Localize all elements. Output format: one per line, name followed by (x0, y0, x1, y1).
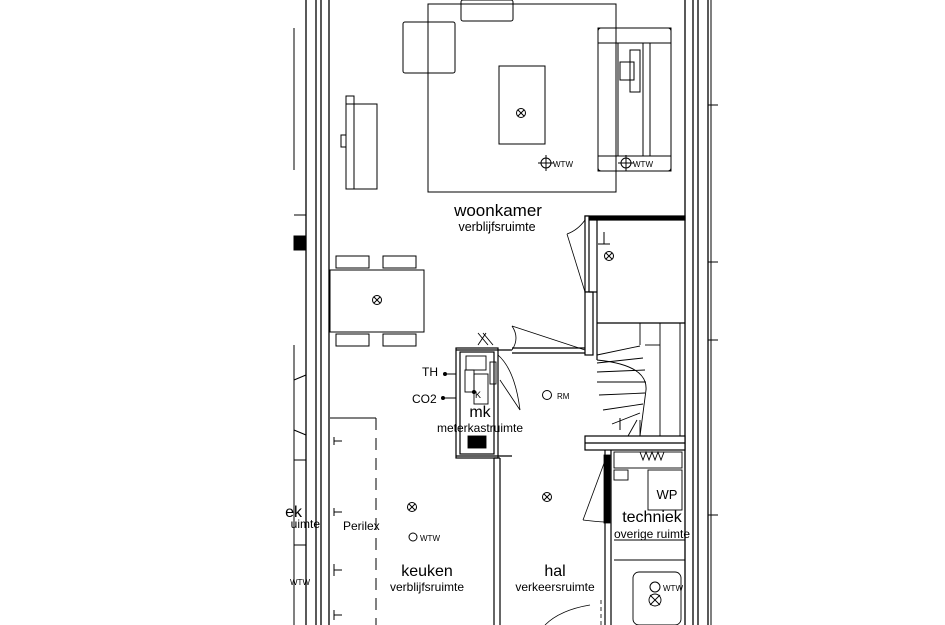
light-coffee (516, 108, 526, 118)
keuken-type: verblijfsruimte (390, 580, 464, 594)
ceiling-lights (372, 108, 621, 512)
light-keuken (407, 502, 417, 512)
techniek-name: techniek (622, 509, 683, 526)
keuken-name: keuken (401, 563, 453, 580)
co2-label: CO2 (412, 392, 437, 406)
neighbour-room-type: uimte (291, 517, 321, 531)
door-swings (497, 219, 611, 625)
light-hal (542, 492, 552, 502)
neighbour-right (708, 0, 718, 625)
coffee-table (498, 65, 546, 145)
meterkast-name: mk (469, 404, 491, 421)
hal-walls (493, 450, 612, 625)
kitchen-counter (330, 417, 377, 625)
right-outer-wall (684, 0, 709, 625)
meterkast-equipment (464, 332, 497, 449)
woonkamer-type: verblijfsruimte (458, 220, 535, 234)
wtw-label-1: WTW (553, 160, 573, 169)
stair-core (584, 215, 686, 451)
armchair-top (460, 0, 514, 22)
dining-table (329, 255, 425, 347)
armchair-left (402, 21, 456, 74)
wp-label: WP (657, 487, 678, 502)
light-stair (604, 251, 614, 261)
wall-outlets (293, 374, 342, 620)
neighbour-left (293, 28, 307, 625)
woonkamer-name: woonkamer (453, 201, 542, 220)
wtw-label-3: WTW (420, 534, 440, 543)
perilex-label: Perilex (343, 519, 380, 533)
neighbour-room-name: ek (285, 504, 303, 521)
light-dining (372, 295, 382, 305)
techniek-equipment (613, 450, 685, 625)
th-label: TH (422, 365, 438, 379)
meterkast-walls (455, 347, 585, 459)
hal-name: hal (544, 563, 565, 580)
k-label: K (475, 390, 481, 400)
wtw-label-2: WTW (633, 160, 653, 169)
hal-type: verkeersruimte (515, 580, 595, 594)
techniek-type: overige ruimte (614, 527, 690, 541)
sensor-markers (441, 372, 476, 400)
rug (427, 3, 617, 193)
sofa (597, 27, 672, 172)
switch-stair (598, 232, 610, 245)
wtw-label-5: WTW (290, 578, 310, 587)
wtw-valves (408, 155, 661, 593)
stair-treads (596, 323, 681, 437)
rm-label: RM (557, 392, 570, 401)
wtw-label-4: WTW (663, 584, 683, 593)
tv-cabinet (340, 95, 378, 190)
left-outer-wall (305, 0, 330, 625)
meterkast-type: meterkastruimte (437, 421, 523, 435)
